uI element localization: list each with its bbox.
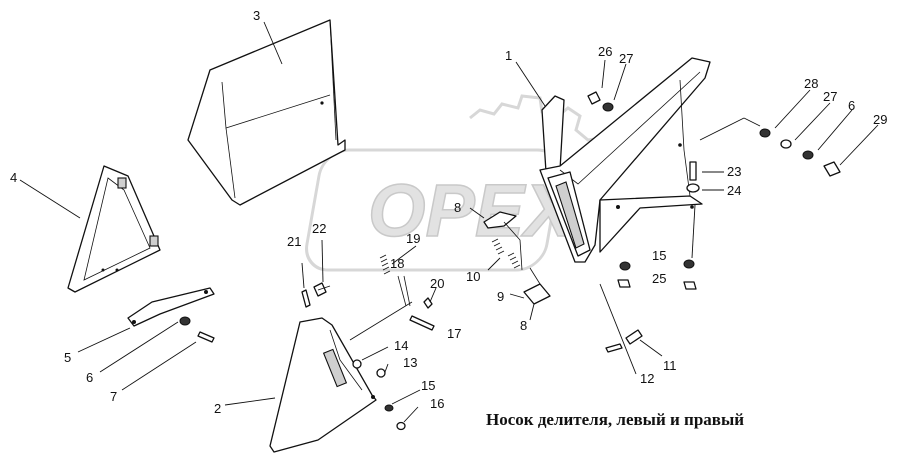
callout-21: 21 <box>287 234 301 249</box>
callout-15-bottom: 15 <box>421 378 435 393</box>
part-4-plate <box>67 165 161 293</box>
right-fasteners <box>587 91 841 353</box>
callout-25: 25 <box>652 271 666 286</box>
callout-3: 3 <box>253 8 260 23</box>
callout-15-right: 15 <box>652 248 666 263</box>
callout-6-right: 6 <box>848 98 855 113</box>
part-1-divider <box>539 57 711 263</box>
spring-assembly-center <box>379 254 435 331</box>
callout-27-top: 27 <box>619 51 633 66</box>
callout-1: 1 <box>505 48 512 63</box>
callout-16: 16 <box>430 396 444 411</box>
callout-10: 10 <box>466 269 480 284</box>
callout-7: 7 <box>110 389 117 404</box>
callout-8-top: 8 <box>454 200 461 215</box>
part-3-shield <box>187 19 346 206</box>
callout-12: 12 <box>640 371 654 386</box>
pins-21-22 <box>301 282 331 308</box>
callout-19: 19 <box>406 231 420 246</box>
callout-13: 13 <box>403 355 417 370</box>
callout-18: 18 <box>390 256 404 271</box>
callout-11: 11 <box>663 358 677 373</box>
part-2-nose <box>269 317 406 453</box>
diagram-caption: Носок делителя, левый и правый <box>486 410 745 429</box>
callout-9: 9 <box>497 289 504 304</box>
callout-20: 20 <box>430 276 444 291</box>
callout-17: 17 <box>447 326 461 341</box>
linkage-8-9-10 <box>483 211 551 305</box>
callout-8-bottom: 8 <box>520 318 527 333</box>
callout-27-right: 27 <box>823 89 837 104</box>
callout-5: 5 <box>64 350 71 365</box>
callout-6-left: 6 <box>86 370 93 385</box>
part-5-bar <box>127 287 215 327</box>
callout-28: 28 <box>804 76 818 91</box>
callouts: 3 4 1 26 27 28 27 6 29 23 24 8 15 25 21 … <box>10 8 887 416</box>
callout-24: 24 <box>727 183 741 198</box>
callout-29: 29 <box>873 112 887 127</box>
callout-14: 14 <box>394 338 408 353</box>
leader-lines <box>19 21 879 423</box>
callout-4: 4 <box>10 170 17 185</box>
left-fasteners <box>179 316 215 343</box>
callout-26: 26 <box>598 44 612 59</box>
callout-2: 2 <box>214 401 221 416</box>
callout-22: 22 <box>312 221 326 236</box>
callout-23: 23 <box>727 164 741 179</box>
